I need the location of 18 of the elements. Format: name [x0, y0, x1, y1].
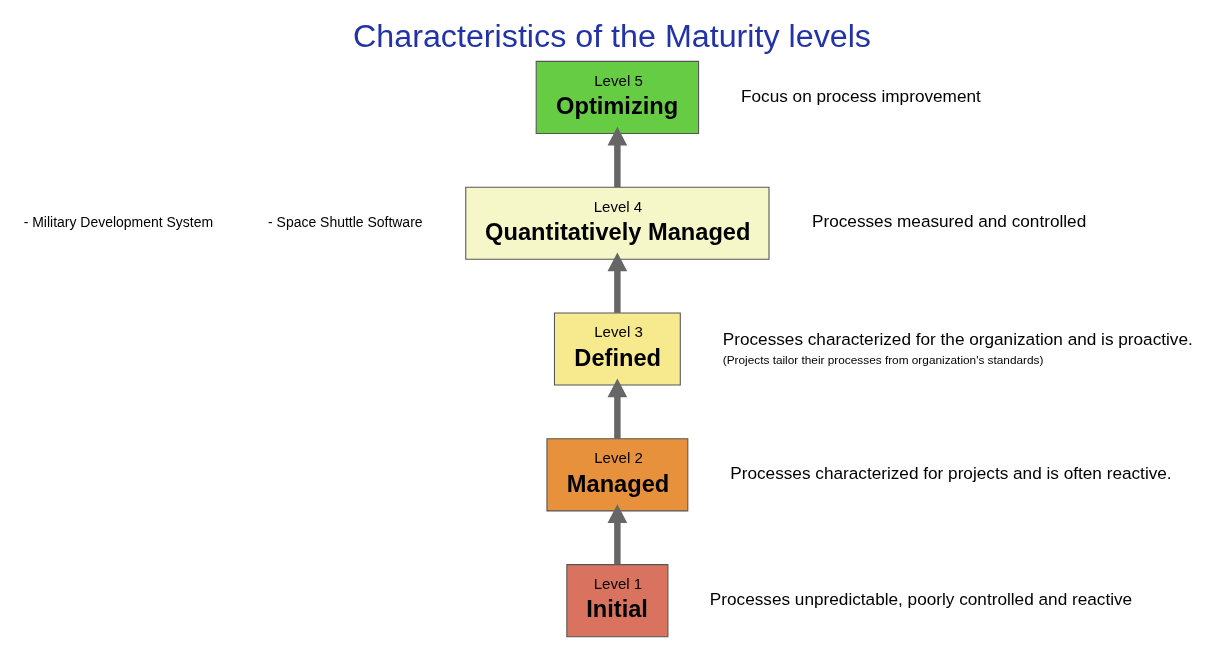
node-label: Processes characterized for projects and is often reactive.	[730, 462, 1172, 483]
arrow	[607, 503, 628, 564]
node-box: Level 5 Optimizing	[535, 60, 700, 134]
node-box: Level 4 Quantitatively Managed	[465, 186, 770, 260]
arrow	[607, 377, 628, 439]
diagram-title: Characteristics of the Maturity levels	[353, 17, 871, 54]
label: - Space Shuttle Software	[268, 213, 423, 230]
label: - Military Development System	[23, 213, 214, 230]
node-label: Processes characterized for the organization and is proactive.	[722, 328, 1193, 349]
node-box: Level 1 Initial	[566, 563, 669, 637]
node-label: Processes unpredictable, poorly controlled and reactive	[709, 588, 1133, 609]
node-label: Focus on process improvement	[741, 85, 981, 105]
node-box: Level 3 Defined	[553, 311, 681, 386]
node-label: Processes measured and controlled	[812, 210, 1087, 231]
node-label: (Projects tailor their processes from organization's standards)	[722, 352, 1044, 367]
arrow	[607, 126, 628, 187]
arrow	[607, 252, 628, 313]
node-box: Level 2 Managed	[546, 437, 689, 511]
